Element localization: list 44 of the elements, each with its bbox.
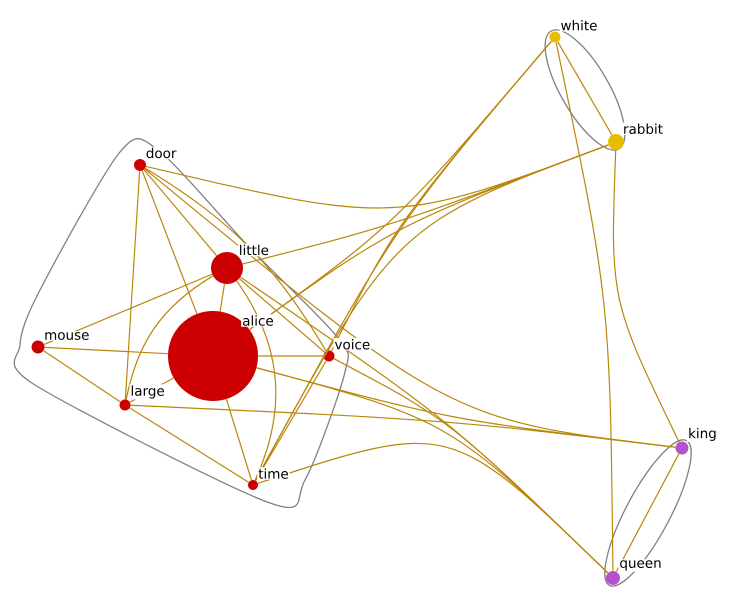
graph-node [676, 442, 688, 454]
node-label: alice [241, 314, 275, 327]
edge-line [220, 284, 226, 312]
node-label: time [257, 467, 290, 480]
graph-node [248, 480, 258, 490]
node-label: mouse [43, 331, 90, 341]
graph-node [134, 159, 146, 171]
edge-line [556, 42, 614, 571]
graph-node [550, 32, 560, 42]
node-label: white [560, 19, 598, 32]
edge-line [258, 443, 608, 574]
graph-node [324, 350, 334, 362]
node-label: door [144, 146, 178, 160]
edge-line [254, 144, 609, 481]
edge-line [258, 355, 324, 357]
cluster-outline [604, 439, 692, 587]
edge-line [255, 360, 327, 481]
node-label: voice [334, 338, 372, 350]
graph-node [608, 134, 624, 150]
edge-line [43, 350, 121, 402]
graph-node [606, 571, 620, 585]
cluster-outline [544, 29, 626, 151]
edge-line [44, 346, 168, 354]
edge-line [142, 170, 198, 314]
edge-line [126, 275, 214, 400]
graph-node [32, 340, 44, 354]
node-label: rabbit [622, 122, 664, 135]
graph-node [120, 400, 130, 410]
edge-line [616, 454, 680, 572]
edge-line [557, 42, 612, 136]
edge-line [236, 280, 276, 480]
edge-line [130, 408, 249, 483]
edge-line [612, 150, 680, 442]
edge-line [238, 278, 326, 353]
edge-line [144, 169, 218, 256]
node-label: large [130, 384, 166, 400]
edge-line [130, 404, 676, 448]
edge-line [44, 274, 212, 345]
node-label: king [687, 426, 718, 442]
edge-line [144, 168, 327, 352]
node-label: queen [618, 559, 663, 572]
edge-line [226, 398, 252, 480]
edge-line [124, 171, 140, 400]
node-label: little [238, 244, 270, 256]
